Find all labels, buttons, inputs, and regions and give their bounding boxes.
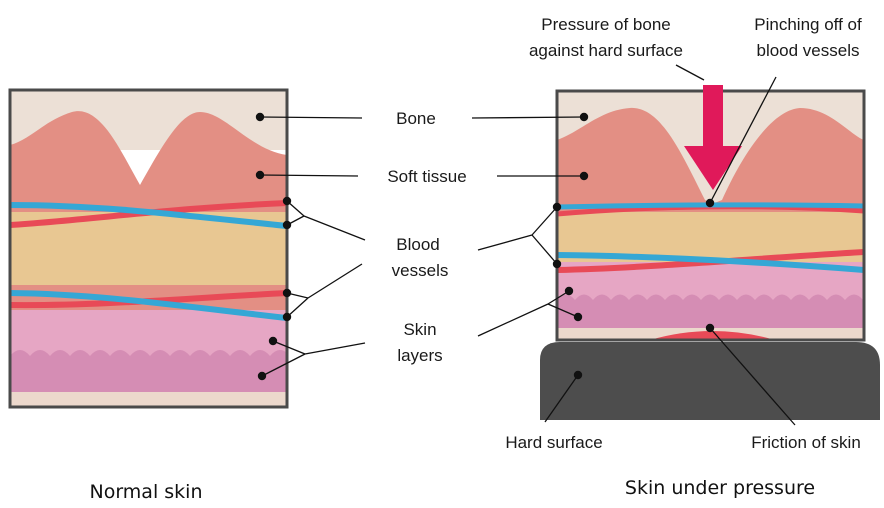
label-blood-vessels-line2: vessels bbox=[392, 261, 449, 280]
label-pressure-line1: Pressure of bone bbox=[541, 15, 670, 34]
hard-surface bbox=[540, 342, 880, 420]
skin-surface-layer bbox=[10, 392, 287, 407]
normal-skin-panel bbox=[10, 90, 290, 407]
label-pinching-line2: blood vessels bbox=[756, 41, 859, 60]
label-soft-tissue: Soft tissue bbox=[387, 167, 466, 186]
label-bone: Bone bbox=[396, 109, 436, 128]
label-hard-surface: Hard surface bbox=[505, 433, 602, 452]
label-pressure-line2: against hard surface bbox=[529, 41, 683, 60]
label-pinching-line1: Pinching off of bbox=[754, 15, 862, 34]
label-skin-layers-line2: layers bbox=[397, 346, 442, 365]
skin-wavy-layer bbox=[10, 350, 290, 395]
label-friction: Friction of skin bbox=[751, 433, 861, 452]
caption-normal-skin: Normal skin bbox=[89, 481, 202, 503]
label-skin-layers-line1: Skin bbox=[403, 320, 436, 339]
pressure-skin-panel bbox=[540, 85, 880, 420]
caption-skin-under-pressure: Skin under pressure bbox=[625, 477, 815, 499]
label-blood-vessels-line1: Blood bbox=[396, 235, 439, 254]
